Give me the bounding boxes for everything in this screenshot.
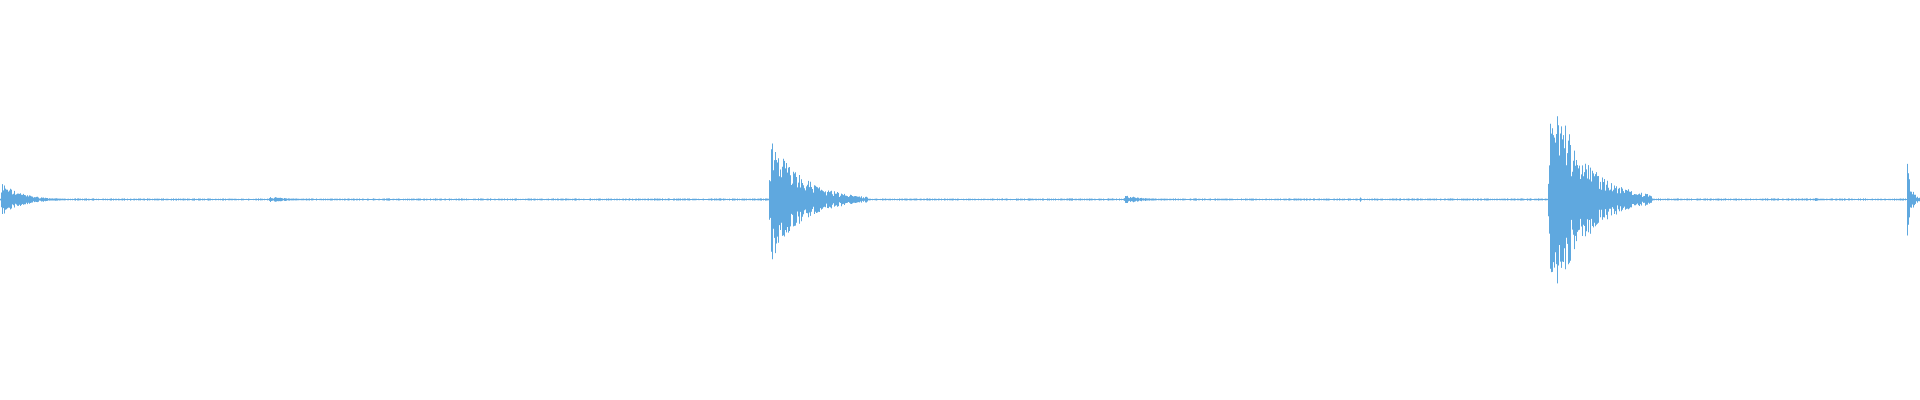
waveform-signal [0, 116, 1920, 284]
